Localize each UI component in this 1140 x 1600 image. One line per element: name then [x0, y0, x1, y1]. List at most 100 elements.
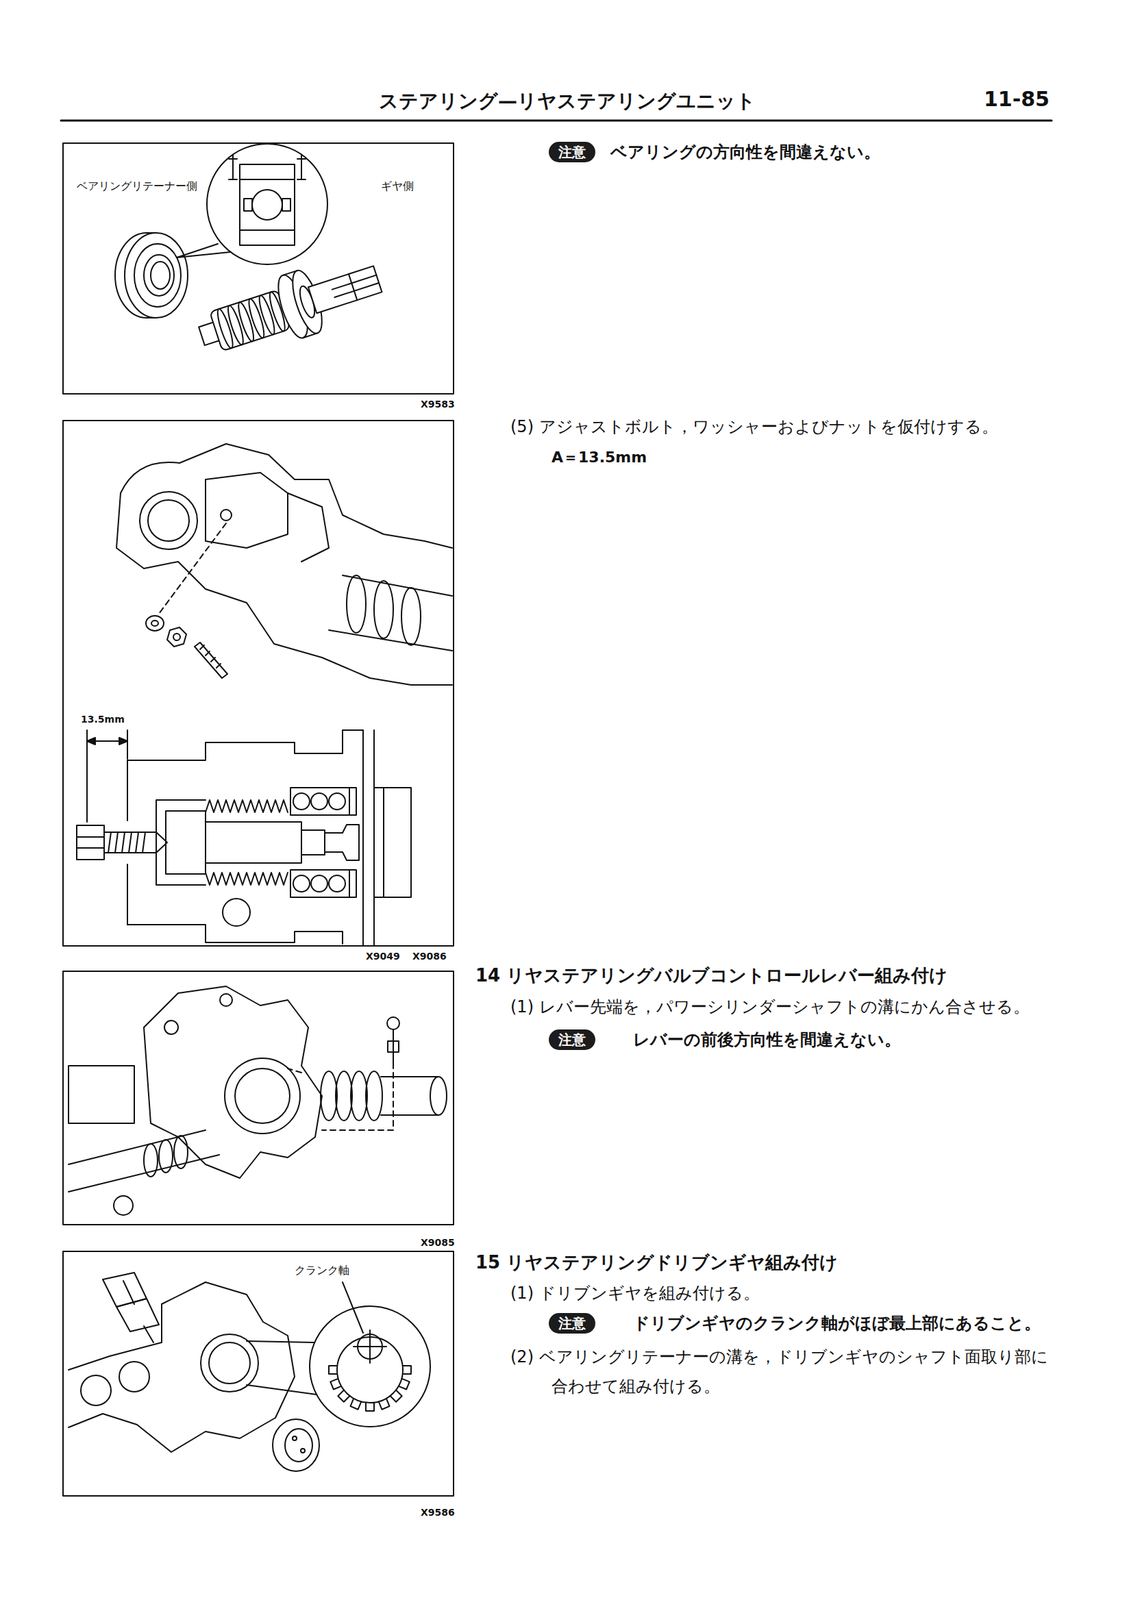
housing-drawing: [320, 1071, 338, 1121]
bearing-section: [290, 870, 357, 898]
housing-drawing: [287, 493, 329, 562]
sensor-drawing: [116, 1298, 159, 1332]
step-text: (2) ベアリングリテーナーの溝を，ドリブンギヤのシャフト面取り部に合わせて組み…: [510, 1342, 1059, 1402]
housing-drawing: [68, 1130, 206, 1165]
step-text: (1) レバー先端を，パワーシリンダーシャフトの溝にかん合させる。: [510, 996, 1030, 1018]
section-housing: [374, 787, 412, 898]
caution-word: 注意: [558, 143, 586, 161]
bearing-section: [328, 875, 346, 892]
section-housing: [373, 730, 375, 946]
inset-pointer: [246, 1385, 317, 1395]
housing-drawing: [401, 587, 421, 646]
adjust-bolt-section: [108, 832, 111, 853]
driven-gear-inset: [309, 1306, 431, 1428]
dimension-line: [119, 737, 128, 745]
bearing-section: [293, 793, 310, 810]
housing-drawing: [119, 1361, 150, 1393]
dimension-line: [87, 737, 96, 745]
housing-drawing: [380, 1114, 439, 1117]
housing-drawing: [365, 1071, 383, 1121]
bearing-section-inset: [206, 143, 328, 265]
housing-drawing: [174, 1135, 188, 1169]
caution-note: ベアリングの方向性を間違えない。: [610, 141, 881, 163]
adjust-bolt-section: [121, 832, 125, 853]
bearing-retainer: [292, 1436, 297, 1441]
inset-pointer: [176, 243, 231, 258]
dimension-line: [87, 730, 128, 823]
figure-frame: [63, 420, 454, 947]
worm-shaft-drawing: [308, 265, 382, 314]
caution-badge: 注意: [548, 1313, 596, 1334]
adjust-plug: [156, 800, 206, 886]
bearing-section: [348, 787, 351, 816]
part-label: クランク軸: [294, 1264, 350, 1278]
adjust-bolt-section: [115, 832, 118, 853]
adjust-plug: [165, 811, 206, 875]
step-text: (5) アジャストボルト，ワッシャーおよびナットを仮付けする。: [510, 416, 999, 438]
bearing-section-inset: [252, 189, 283, 220]
bearing-drawing: [143, 254, 175, 296]
worm-shaft-drawing: [332, 275, 377, 290]
worm-gear-section: [301, 830, 325, 855]
bearing-retainer: [285, 1429, 313, 1462]
adjust-bolt-section: [135, 832, 139, 853]
caution-note: レバーの前後方向性を間違えない。: [633, 1029, 901, 1051]
bearing-retainer: [300, 1448, 305, 1454]
washer-nut-bolt: [205, 651, 210, 656]
bearing-section-inset: [297, 158, 306, 160]
worm-shaft-drawing: [209, 289, 290, 351]
part-label: ギヤ側: [380, 179, 414, 194]
assembly-guide-line: [287, 1068, 394, 1131]
figure-code: X9049: [365, 950, 401, 964]
adjust-bolt-section: [76, 847, 105, 849]
worm-gear-section: [324, 824, 359, 861]
housing-drawing: [158, 1140, 173, 1173]
bearing-section-inset: [282, 198, 291, 212]
sensor-drawing: [102, 1272, 147, 1308]
housing-drawing: [430, 1076, 447, 1116]
housing-drawing: [68, 1304, 162, 1371]
adjust-bolt-section: [76, 825, 168, 860]
bearing-section: [348, 870, 351, 898]
header-rule: [60, 119, 1052, 122]
bearing-retainer: [272, 1419, 320, 1472]
inset-pointer: [246, 1341, 314, 1343]
housing-drawing: [224, 1058, 301, 1134]
bearing-section: [293, 875, 310, 892]
section-heading: 15 リヤステアリングドリブンギヤ組み付け: [475, 1251, 838, 1275]
inset-pointer: [246, 1341, 317, 1395]
driven-gear-inset: [309, 1306, 431, 1428]
control-lever: [387, 1017, 400, 1030]
dimension-line: [126, 730, 129, 760]
section-housing: [382, 787, 385, 898]
bearing-section-inset: [206, 143, 328, 265]
washer-nut-bolt: [167, 627, 187, 647]
worm-gear-section: [205, 822, 302, 864]
housing-drawing: [68, 1282, 295, 1453]
washer-nut-bolt: [200, 645, 205, 650]
adjust-plug: [156, 800, 206, 886]
bearing-section-inset: [239, 164, 295, 246]
sensor-drawing: [123, 1281, 135, 1305]
dimension-line: [86, 730, 88, 823]
worm-gear-section: [205, 872, 288, 886]
worm-shaft-drawing: [191, 248, 388, 368]
worm-shaft-drawing: [348, 274, 357, 301]
housing-drawing: [113, 1196, 133, 1216]
section-housing: [126, 864, 129, 925]
housing-drawing: [350, 1071, 368, 1121]
bearing-drawing: [124, 232, 188, 318]
housing-drawing: [143, 986, 322, 1179]
housing-drawing: [328, 630, 453, 651]
housing-drawing: [68, 1282, 295, 1453]
bearing-section-inset: [239, 229, 295, 231]
worm-gear-section: [205, 800, 288, 813]
bearing-section: [328, 793, 346, 810]
bearing-section: [290, 787, 357, 898]
bearing-retainer: [272, 1419, 320, 1472]
bearing-drawing: [146, 232, 157, 234]
caution-badge: 注意: [548, 1029, 596, 1051]
adjust-bolt-section: [142, 832, 146, 853]
figure-frame: [63, 143, 454, 1497]
